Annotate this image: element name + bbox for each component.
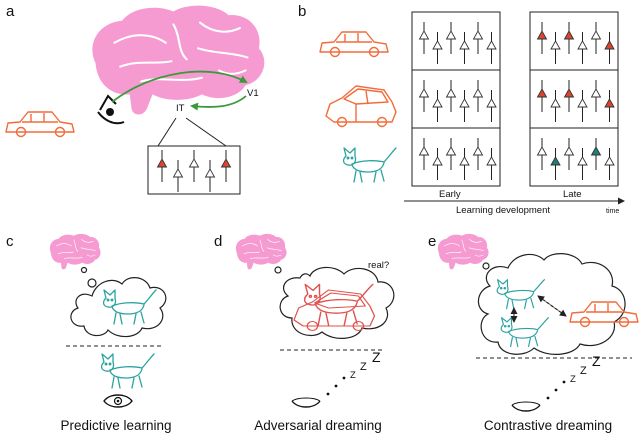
thought-cloud	[477, 253, 626, 355]
neuron	[473, 21, 483, 55]
panel-b-label: b	[298, 3, 306, 20]
neuron	[550, 147, 561, 181]
neuron	[537, 21, 547, 55]
early-neurons	[419, 21, 497, 181]
neuron	[604, 31, 615, 65]
caption-contrastive: Contrastive dreaming	[484, 418, 612, 433]
neuron	[459, 89, 470, 123]
panel-a-label: a	[6, 3, 15, 20]
neuron	[591, 137, 601, 171]
brain-icon	[49, 233, 101, 270]
ventral-stream-arrow	[111, 70, 248, 103]
late-grid	[529, 11, 619, 187]
eye-icon	[97, 94, 125, 125]
sleep-z: Z	[372, 349, 381, 365]
neuron	[446, 137, 456, 171]
panel-e: e Z Z Z Contrastive dreami	[428, 233, 639, 433]
eye-closed-icon	[511, 401, 541, 412]
repel-arrow-left	[537, 295, 567, 317]
sleep-dots-icon	[326, 376, 346, 396]
late-neurons	[537, 21, 615, 181]
early-label: Early	[439, 189, 461, 200]
neuron	[537, 79, 547, 113]
neuron	[419, 21, 429, 55]
panel-b: b Early Late Learning development time	[298, 3, 625, 216]
neuron	[564, 137, 574, 171]
neuron	[486, 31, 497, 65]
neuron	[432, 147, 443, 181]
sleep-dots-icon	[546, 380, 566, 400]
neuron	[419, 137, 429, 171]
sleep-z: Z	[360, 361, 367, 373]
stimulus-cat-icon	[342, 147, 397, 183]
panel-d: d real? Z Z Z Adversarial dreaming	[214, 233, 395, 433]
eye-open-icon	[103, 394, 133, 408]
neuron	[432, 31, 443, 65]
real-question-label: real?	[368, 260, 389, 271]
car-icon	[5, 111, 75, 138]
feedback-arrow	[190, 95, 247, 111]
thought-dot	[274, 266, 282, 274]
thought-cloud	[279, 266, 395, 339]
sleep-z: Z	[592, 353, 601, 369]
time-axis-label: Learning development	[456, 205, 550, 216]
neuron	[459, 147, 470, 181]
neuron	[591, 79, 601, 113]
neuron	[604, 89, 615, 123]
neuron	[459, 31, 470, 65]
sleep-z: Z	[350, 370, 356, 381]
thought-cloud	[70, 277, 167, 338]
neuron	[577, 147, 588, 181]
neuron	[564, 79, 574, 113]
neuron	[577, 89, 588, 123]
neuron	[446, 21, 456, 55]
v1-label: V1	[247, 88, 259, 99]
caption-adversarial: Adversarial dreaming	[254, 418, 382, 433]
sleep-z: Z	[580, 365, 587, 377]
neuron	[486, 89, 497, 123]
panel-d-label: d	[214, 233, 222, 250]
inset-connector-left	[157, 117, 177, 147]
neuron	[604, 147, 615, 181]
neuron	[550, 89, 561, 123]
late-label: Late	[563, 189, 582, 200]
neuron	[419, 79, 429, 113]
thought-dot	[87, 278, 97, 288]
sleep-z: Z	[570, 374, 576, 385]
neuron	[473, 137, 483, 171]
panel-c-label: c	[6, 233, 14, 250]
neuron	[537, 137, 547, 171]
cat-input-icon	[100, 353, 155, 389]
thought-dot	[80, 266, 88, 274]
thought-dot	[482, 262, 490, 270]
brain-icon	[437, 233, 489, 270]
neuron	[432, 89, 443, 123]
brain-icon	[235, 233, 287, 270]
time-unit-label: time	[606, 208, 619, 215]
eye-closed-icon	[291, 397, 321, 408]
neuron	[473, 79, 483, 113]
neuron	[577, 31, 588, 65]
early-grid	[411, 11, 501, 187]
adversarial-car-icon	[293, 289, 376, 332]
stimulus-car-side-icon	[319, 31, 389, 58]
it-label: IT	[176, 103, 185, 114]
inset-connector-right	[185, 117, 227, 147]
stimulus-car-perspective-icon	[325, 85, 397, 128]
neuron	[550, 31, 561, 65]
caption-predictive: Predictive learning	[60, 418, 171, 433]
neuron	[446, 79, 456, 113]
panel-e-label: e	[428, 233, 436, 250]
panel-c: c Predictive learning	[6, 233, 172, 433]
neuron	[591, 21, 601, 55]
panel-a: a V1 IT	[5, 3, 266, 195]
neuron	[564, 21, 574, 55]
neuron	[486, 147, 497, 181]
